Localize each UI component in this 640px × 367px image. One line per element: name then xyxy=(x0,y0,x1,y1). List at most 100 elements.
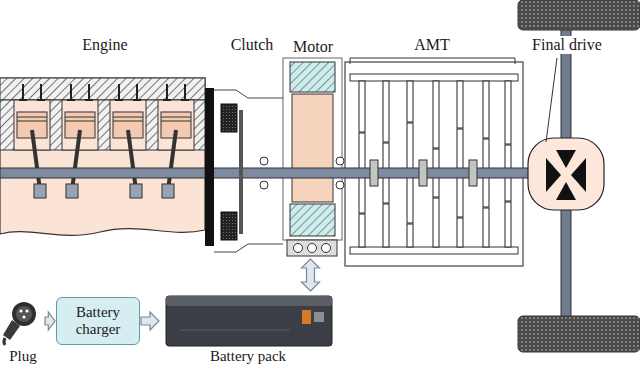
lay-gear xyxy=(505,81,511,144)
final-drive-housing xyxy=(528,138,604,210)
block-arrow xyxy=(141,312,159,330)
node-label: Motor xyxy=(293,38,333,56)
bearing xyxy=(260,157,268,165)
stator xyxy=(290,62,335,92)
layshaft xyxy=(350,247,518,254)
leader-line xyxy=(546,58,557,142)
valve-head xyxy=(19,99,27,101)
battery-connector xyxy=(302,310,311,324)
valve-stem xyxy=(70,84,72,100)
crank-throw xyxy=(66,184,78,198)
lay-gear xyxy=(433,198,439,247)
terminal xyxy=(308,244,317,253)
plug-pin xyxy=(19,309,22,312)
valve-stem xyxy=(40,84,42,100)
valve-head xyxy=(181,99,189,101)
process-box: Battery charger xyxy=(56,297,140,345)
plug-pin xyxy=(25,309,28,312)
bearing xyxy=(336,181,344,189)
bearing xyxy=(336,157,344,165)
stator xyxy=(290,204,335,236)
block-arrow xyxy=(302,259,320,291)
plug-pin xyxy=(22,315,25,318)
pressure-plate xyxy=(239,110,243,234)
piston-ring xyxy=(161,121,191,122)
lay-gear xyxy=(383,81,389,142)
lay-gear xyxy=(457,218,463,247)
terminal xyxy=(322,244,331,253)
connecting-rod xyxy=(72,130,80,190)
piston-ring xyxy=(65,121,95,122)
charging-plug: Plug xyxy=(2,297,44,365)
node-label: Battery charger xyxy=(61,304,135,338)
valve-head xyxy=(133,99,141,101)
clutch-plate xyxy=(221,212,237,240)
lay-gear xyxy=(505,202,511,247)
valve-head xyxy=(67,99,75,101)
battery-case xyxy=(166,296,332,346)
synchronizer xyxy=(419,160,427,186)
differential-gear xyxy=(571,158,586,192)
lay-gear xyxy=(433,81,439,148)
piston-ring xyxy=(17,117,47,118)
wheel xyxy=(518,316,640,352)
block-arrow xyxy=(45,312,55,330)
motor-unit: Motor xyxy=(285,38,341,258)
valve-head xyxy=(115,99,123,101)
piston-ring xyxy=(161,117,191,118)
crank-throw xyxy=(34,184,46,198)
node-label: Plug xyxy=(9,348,37,365)
lay-gear xyxy=(407,224,413,247)
valve-stem xyxy=(166,84,168,100)
gearbox-housing xyxy=(345,62,523,266)
battery-pack: Battery pack xyxy=(160,292,336,365)
piston-ring xyxy=(113,117,143,118)
lay-gear xyxy=(359,214,365,247)
lay-gear xyxy=(483,208,489,247)
rotor xyxy=(292,94,333,202)
battery-seam xyxy=(180,330,290,331)
connecting-rod xyxy=(168,130,176,190)
valve-stem xyxy=(88,84,90,100)
part-name: AMT xyxy=(412,36,452,54)
flywheel xyxy=(205,88,214,246)
valve-stem xyxy=(184,84,186,100)
piston-ring xyxy=(65,117,95,118)
lay-gear xyxy=(383,204,389,247)
crank-throw xyxy=(130,184,142,198)
terminal xyxy=(294,244,303,253)
lay-gear xyxy=(359,81,365,132)
bracket xyxy=(350,58,515,64)
clutch-housing xyxy=(214,90,283,252)
cylinder-head xyxy=(0,78,205,100)
plug-face xyxy=(16,306,32,322)
bearing xyxy=(260,181,268,189)
layshaft xyxy=(350,74,518,81)
wheel xyxy=(518,0,640,30)
crank-throw xyxy=(162,184,174,198)
plug-head xyxy=(12,302,36,326)
part-name: Engine xyxy=(80,36,129,54)
differential-gear xyxy=(546,158,561,192)
engine-block xyxy=(0,78,205,235)
synchronizer xyxy=(469,160,477,186)
motor-housing xyxy=(283,58,342,240)
piston-ring xyxy=(113,121,143,122)
crankshaft xyxy=(0,168,206,178)
battery-top xyxy=(166,296,332,306)
valve-head xyxy=(37,99,45,101)
part-name: Clutch xyxy=(229,36,276,54)
piston-ring xyxy=(17,121,47,122)
valve-head xyxy=(85,99,93,101)
node-label: Battery pack xyxy=(210,348,286,365)
lay-gear xyxy=(483,81,489,138)
differential-gear xyxy=(556,182,576,200)
terminal-box xyxy=(287,240,337,256)
valve-stem xyxy=(22,84,24,100)
connecting-rod xyxy=(128,130,136,190)
connecting-rod xyxy=(32,130,40,190)
differential-gear xyxy=(556,150,576,168)
clutch-plate xyxy=(221,104,237,132)
part-name: Final drive xyxy=(530,36,604,54)
